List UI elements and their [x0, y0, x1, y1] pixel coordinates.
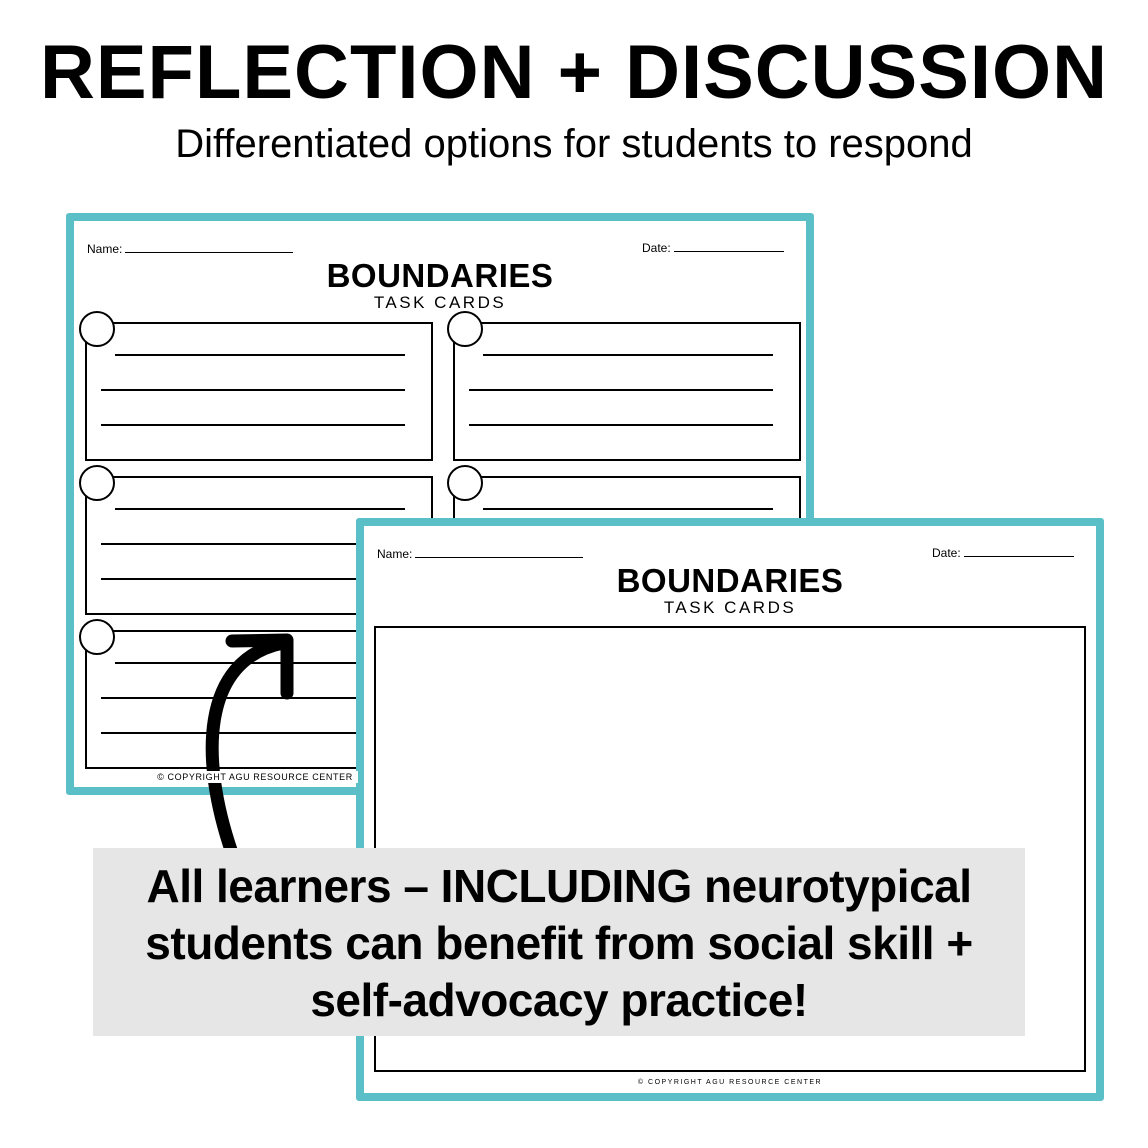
task-card [85, 322, 433, 461]
name-field: Name: [87, 242, 294, 256]
answer-line [101, 697, 405, 699]
name-field: Name: [377, 547, 584, 561]
worksheet-subtitle: TASK CARDS [663, 598, 797, 617]
date-label: Date: [642, 241, 671, 255]
date-field: Date: [642, 241, 784, 255]
name-underline [125, 252, 294, 253]
date-field: Date: [932, 546, 1074, 560]
answer-line [101, 543, 405, 545]
answer-line [469, 389, 773, 391]
card-number-circle [447, 311, 483, 347]
callout-line-3: self-advocacy practice! [310, 974, 808, 1026]
name-underline [415, 557, 584, 558]
answer-line [101, 424, 405, 426]
callout-line-1: All learners – INCLUDING neurotypical [146, 860, 972, 912]
worksheet-subtitle: TASK CARDS [373, 293, 507, 312]
worksheet-title: BOUNDARIES [616, 562, 844, 599]
page-subtitle: Differentiated options for students to r… [175, 122, 973, 166]
callout-line-2: students can benefit from social skill + [145, 917, 973, 969]
answer-line [483, 354, 773, 356]
copyright: © Copyright AGU Resource Center [637, 1079, 823, 1086]
answer-line [115, 354, 405, 356]
date-label: Date: [932, 546, 961, 560]
card-number-circle [79, 465, 115, 501]
date-underline [673, 251, 784, 252]
page-headline: REFLECTION + DISCUSSION [39, 30, 1109, 115]
arrow-shaft [205, 636, 290, 860]
arrow-head [225, 633, 294, 700]
answer-line [469, 424, 773, 426]
copyright: © Copyright AGU Resource Center [152, 771, 358, 783]
task-card [453, 322, 801, 461]
card-number-circle [79, 311, 115, 347]
answer-line [101, 389, 405, 391]
callout-box: All learners – INCLUDING neurotypical st… [93, 848, 1025, 1036]
date-underline [963, 556, 1074, 557]
answer-line [101, 578, 405, 580]
name-label: Name: [87, 242, 123, 256]
worksheet-title: BOUNDARIES [326, 257, 554, 294]
card-number-circle [79, 619, 115, 655]
answer-line [115, 662, 405, 664]
answer-line [483, 508, 773, 510]
name-label: Name: [377, 547, 413, 561]
card-number-circle [447, 465, 483, 501]
answer-line [101, 732, 405, 734]
answer-line [115, 508, 405, 510]
